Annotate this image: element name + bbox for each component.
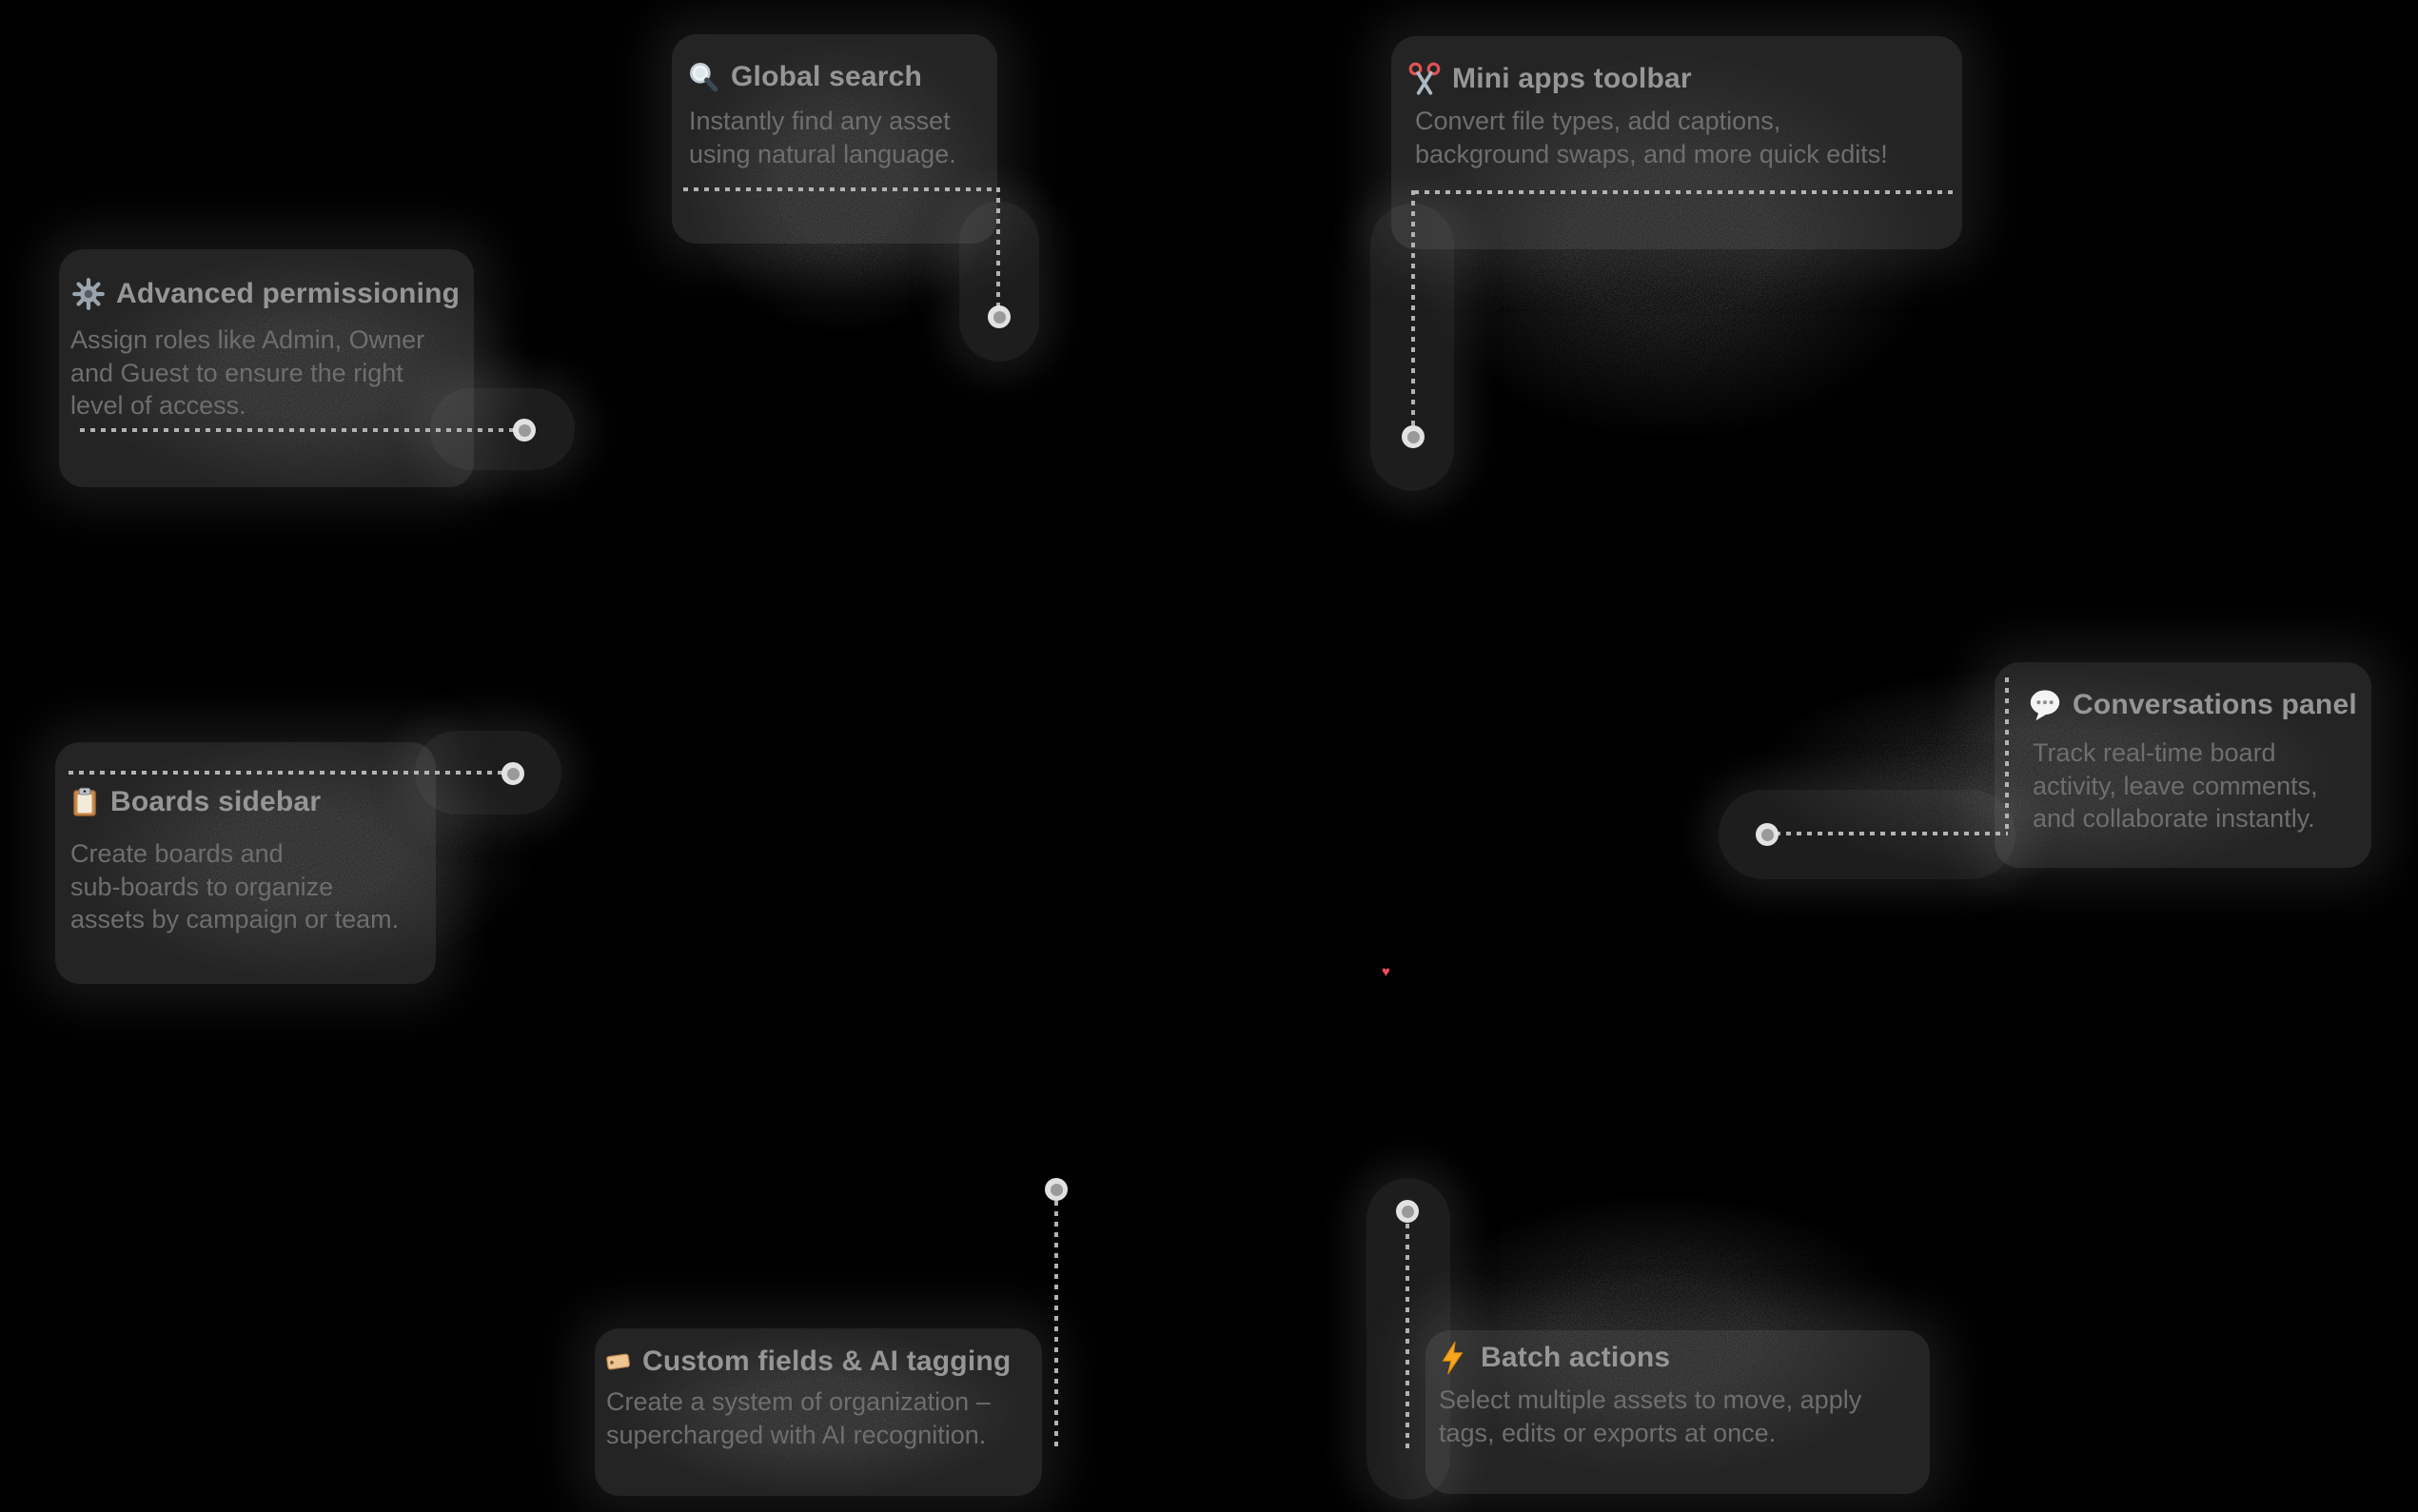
clipboard-icon: [69, 786, 101, 818]
heart-icon: ♥: [1382, 964, 1390, 980]
scissors-icon: [1406, 61, 1443, 97]
magnifier-icon: [685, 59, 721, 95]
tooltip-title: Conversations panel: [2073, 689, 2357, 720]
tooltip-title: Batch actions: [1481, 1342, 1671, 1373]
leader-line-vertical: [1411, 190, 1415, 426]
tooltip-panel: Global search Instantly find any asset u…: [672, 34, 997, 244]
tooltip-header: Custom fields & AI tagging: [604, 1345, 1011, 1378]
tooltip-body: Instantly find any asset using natural l…: [689, 107, 956, 168]
tag-icon: [604, 1347, 633, 1376]
tooltip-panel: Batch actions Select multiple assets to …: [1425, 1330, 1930, 1494]
leader-line-horizontal: [80, 428, 514, 432]
tooltip-header: Mini apps toolbar: [1406, 61, 1692, 97]
leader-line-vertical: [996, 187, 1000, 307]
tooltip-header: Conversations panel: [2027, 687, 2357, 723]
beacon-conversations-panel[interactable]: [1756, 823, 1779, 846]
tooltip-body: Select multiple assets to move, apply ta…: [1439, 1385, 1862, 1447]
leader-line-vertical: [2005, 677, 2009, 834]
tooltip-panel: Mini apps toolbar Convert file types, ad…: [1391, 36, 1962, 249]
tooltip-panel: Custom fields & AI tagging Create a syst…: [595, 1328, 1042, 1496]
beacon-dot: [1401, 1205, 1414, 1218]
beacon-global-search[interactable]: [988, 305, 1011, 328]
lightning-icon: [1435, 1340, 1471, 1376]
leader-line-horizontal: [1414, 190, 1956, 194]
tooltip-body: Assign roles like Admin, Owner and Guest…: [70, 325, 425, 420]
tooltip-title: Custom fields & AI tagging: [642, 1345, 1012, 1377]
leader-line-vertical: [1054, 1201, 1058, 1448]
tooltip-panel: Advanced permissioning Assign roles like…: [59, 249, 474, 487]
tooltip-body: Create a system of organization – superc…: [606, 1387, 991, 1449]
tooltip-body: Track real-time board activity, leave co…: [2033, 738, 2318, 833]
tooltip-header: Batch actions: [1435, 1340, 1670, 1376]
beacon-advanced-permissioning[interactable]: [513, 419, 536, 442]
tooltip-panel: Boards sidebar Create boards and sub-boa…: [55, 742, 436, 984]
leader-line-horizontal: [1776, 832, 2008, 835]
leader-line-horizontal: [683, 187, 999, 191]
tooltip-body: Create boards and sub-boards to organize…: [70, 839, 400, 933]
leader-line-vertical: [1406, 1224, 1409, 1448]
beacon-mini-apps-toolbar[interactable]: [1402, 425, 1425, 448]
tooltip-title: Boards sidebar: [110, 786, 322, 817]
beacon-dot: [1406, 430, 1420, 443]
beacon-dot: [1760, 828, 1774, 841]
gear-icon: [70, 276, 107, 312]
tooltip-title: Advanced permissioning: [116, 278, 461, 309]
beacon-dot: [518, 423, 531, 437]
tooltip-title: Global search: [731, 61, 923, 92]
beacon-dot: [993, 310, 1006, 324]
beacon-custom-fields[interactable]: [1045, 1178, 1068, 1201]
beacon-dot: [1050, 1183, 1063, 1196]
tooltip-panel: Conversations panel Track real-time boar…: [1995, 662, 2371, 868]
tooltip-header: Boards sidebar: [69, 786, 321, 818]
tooltip-body: Convert file types, add captions, backgr…: [1415, 107, 1888, 168]
tooltip-header: Global search: [685, 59, 922, 95]
speech-bubble-icon: [2027, 687, 2063, 723]
leader-line-horizontal: [69, 771, 502, 775]
tooltip-title: Mini apps toolbar: [1452, 63, 1692, 94]
tooltip-header: Advanced permissioning: [70, 276, 460, 312]
beacon-boards-sidebar[interactable]: [501, 762, 524, 785]
beacon-dot: [506, 767, 520, 780]
beacon-batch-actions[interactable]: [1396, 1200, 1419, 1223]
